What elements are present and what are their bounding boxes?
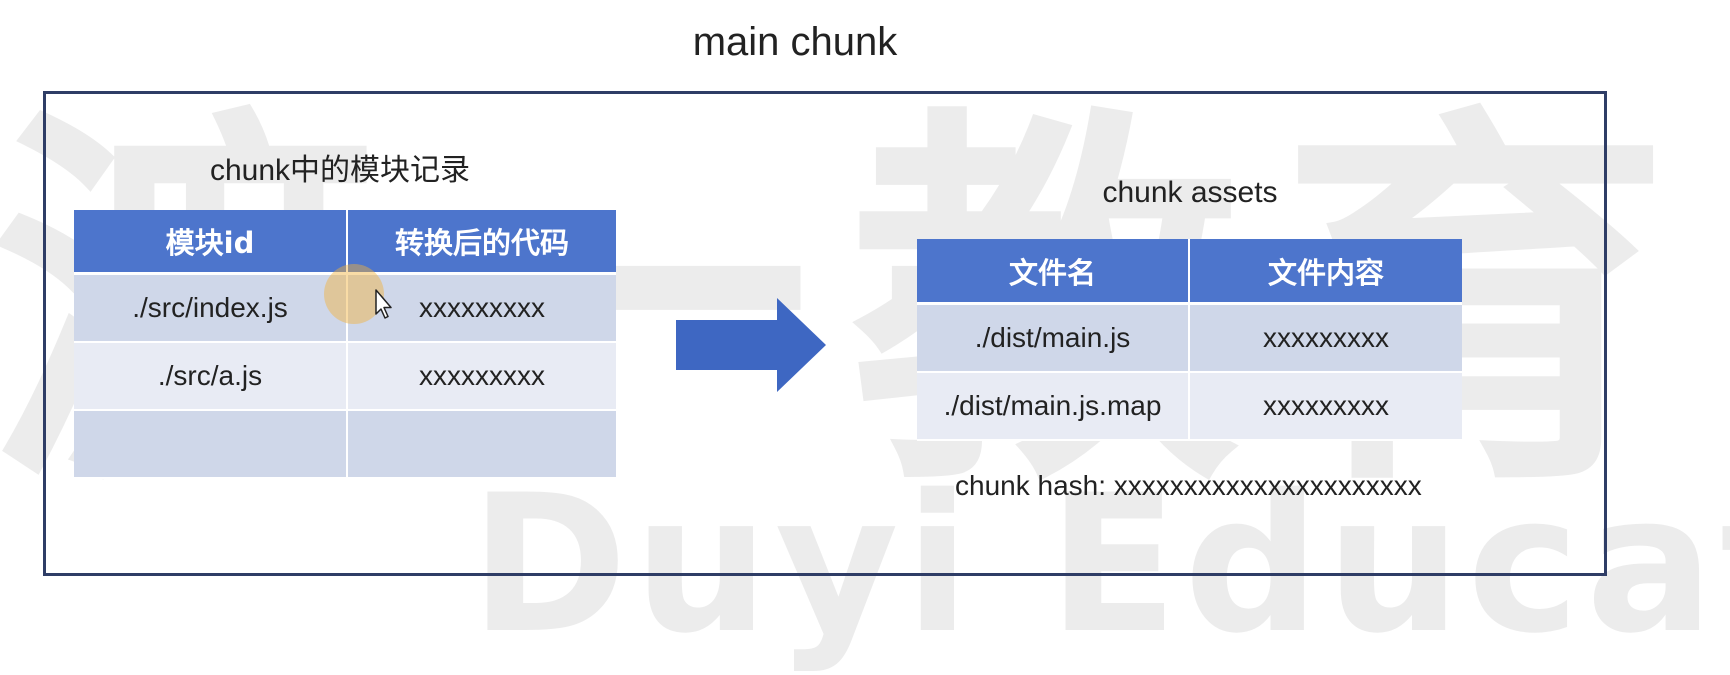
chunk-assets-caption: chunk assets xyxy=(1102,176,1278,209)
code-cell: xxxxxxxxx xyxy=(346,342,616,411)
mouse-cursor-icon xyxy=(324,264,392,324)
module-records-caption: chunk中的模块记录 xyxy=(209,154,471,187)
table-header-row: 模块id 转换后的代码 xyxy=(74,210,616,275)
module-id-cell: ./src/a.js xyxy=(74,342,347,411)
table-row: ./src/index.js xxxxxxxxx xyxy=(74,273,616,343)
table-row: ./dist/main.js.map xxxxxxxxx xyxy=(917,372,1462,441)
chunk-hash-text: chunk hash: xxxxxxxxxxxxxxxxxxxxxx xyxy=(955,470,1422,501)
header-file-content: 文件内容 xyxy=(1188,239,1462,305)
chunk-assets-table: 文件名 文件内容 ./dist/main.js xxxxxxxxx ./dist… xyxy=(917,239,1462,441)
module-id-cell xyxy=(74,410,347,479)
code-cell: xxxxxxxxx xyxy=(346,273,616,343)
table-row xyxy=(74,410,616,479)
header-file-name: 文件名 xyxy=(917,239,1189,305)
file-content-cell: xxxxxxxxx xyxy=(1188,303,1462,373)
table-row: ./src/a.js xxxxxxxxx xyxy=(74,342,616,411)
main-chunk-frame xyxy=(43,91,1607,576)
file-name-cell: ./dist/main.js xyxy=(917,303,1189,373)
header-module-id: 模块id xyxy=(74,210,347,275)
module-records-table: 模块id 转换后的代码 ./src/index.js xxxxxxxxx ./s… xyxy=(74,210,616,479)
table-header-row: 文件名 文件内容 xyxy=(917,239,1462,305)
diagram-title: main chunk xyxy=(692,20,898,64)
file-content-cell: xxxxxxxxx xyxy=(1188,372,1462,441)
right-arrow-icon xyxy=(676,298,826,392)
header-transformed-code: 转换后的代码 xyxy=(346,210,616,275)
code-cell xyxy=(346,410,616,479)
module-id-cell: ./src/index.js xyxy=(74,273,347,343)
table-row: ./dist/main.js xxxxxxxxx xyxy=(917,303,1462,373)
file-name-cell: ./dist/main.js.map xyxy=(917,372,1189,441)
